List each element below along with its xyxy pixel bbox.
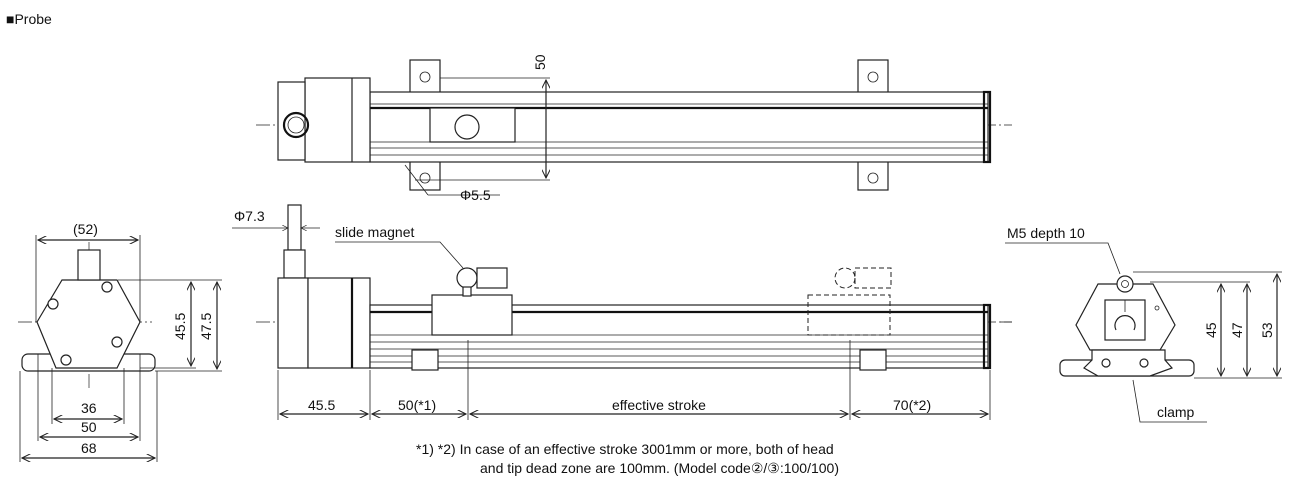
head xyxy=(304,77,371,163)
dim-53: 53 xyxy=(1259,322,1275,338)
left-end-view: (52) 45.5 47.5 36 50 68 xyxy=(18,221,222,462)
dim-68: 68 xyxy=(81,440,97,456)
cable xyxy=(287,204,302,251)
section-title: ■Probe xyxy=(6,11,52,27)
slide-magnet xyxy=(431,294,513,336)
head xyxy=(307,277,371,369)
top-view: 50 Φ5.5 xyxy=(256,54,1012,203)
note-line-2: and tip dead zone are 100mm. (Model code… xyxy=(480,460,839,476)
side-view: Φ7.3 slide magnet 45.5 50(*1) effective … xyxy=(232,204,1012,476)
dim-width-52: (52) xyxy=(73,221,98,237)
clamp-label: clamp xyxy=(1157,404,1195,420)
mount-foot xyxy=(409,157,441,191)
dim-36: 36 xyxy=(81,400,97,416)
tap-label: M5 depth 10 xyxy=(1007,225,1085,241)
dim-47: 47 xyxy=(1229,322,1245,338)
slide-magnet-label: slide magnet xyxy=(335,224,414,240)
dim-height-45-5: 45.5 xyxy=(172,313,188,340)
cable-gland xyxy=(283,249,306,279)
dim-head: 45.5 xyxy=(308,397,335,413)
dim-45: 45 xyxy=(1203,322,1219,338)
mount-foot xyxy=(857,59,889,96)
mount-foot xyxy=(409,59,441,96)
dim-cable: Φ7.3 xyxy=(234,208,265,224)
mount-foot xyxy=(857,157,889,191)
dim-height-47-5: 47.5 xyxy=(198,313,214,340)
right-end-view: 45 47 53 M5 depth 10 clamp xyxy=(1000,225,1282,423)
dim-50: 50 xyxy=(81,419,97,435)
note-line-1: *1) *2) In case of an effective stroke 3… xyxy=(416,441,834,457)
dim-dead-tip: 70(*2) xyxy=(893,397,931,413)
dim-hole: Φ5.5 xyxy=(460,187,491,203)
dim-dead-head: 50(*1) xyxy=(398,397,436,413)
dim-effective-stroke: effective stroke xyxy=(612,397,706,413)
dim-top-height: 50 xyxy=(532,54,548,70)
